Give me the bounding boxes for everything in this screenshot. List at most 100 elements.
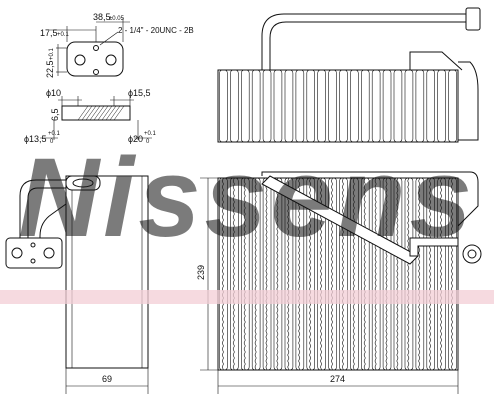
fin-tube bbox=[219, 69, 228, 143]
fin-wave bbox=[374, 177, 377, 371]
fin-tube bbox=[306, 69, 315, 143]
hatch-line bbox=[89, 105, 101, 121]
dim-dia-15-5: ϕ15,5 bbox=[128, 88, 151, 98]
section-detail bbox=[40, 96, 152, 140]
dim-dia-13-5-tol-bottom: 0 bbox=[50, 139, 54, 145]
dim-22-5-tolerance: +0.1 bbox=[49, 47, 55, 60]
fin-wave bbox=[429, 177, 432, 371]
fin-tube bbox=[328, 69, 337, 143]
dim-6-5: 6,5 bbox=[50, 108, 60, 121]
fin-wave bbox=[265, 177, 268, 371]
hatch-line bbox=[101, 105, 113, 121]
watermark-logo: Nissens bbox=[18, 135, 476, 260]
watermark-band bbox=[0, 290, 494, 304]
fin-tube bbox=[295, 69, 305, 143]
hatch-line bbox=[93, 105, 105, 121]
flange-bolt-bottom bbox=[93, 69, 99, 75]
fin-tube bbox=[415, 177, 425, 371]
fin-wave bbox=[232, 177, 235, 371]
fin-wave bbox=[341, 177, 344, 371]
top-core-fins bbox=[219, 69, 457, 143]
fin-tube bbox=[426, 177, 435, 371]
fin-wave bbox=[298, 177, 301, 371]
fin-wave bbox=[221, 177, 224, 371]
fin-tube bbox=[284, 69, 294, 143]
fin-tube bbox=[404, 177, 414, 371]
fin-tube bbox=[404, 69, 414, 143]
side-flange bbox=[5, 237, 63, 269]
dim-dia-20-tol-top: +0.1 bbox=[144, 131, 157, 137]
fin-tube bbox=[448, 69, 457, 143]
fin-wave bbox=[407, 177, 410, 371]
side-view bbox=[5, 175, 149, 394]
flange-hole-left bbox=[74, 54, 86, 66]
watermark: Nissens bbox=[0, 135, 494, 304]
dim-17-5: 17,5 bbox=[40, 28, 58, 38]
fin-tube bbox=[393, 69, 403, 143]
fin-tube bbox=[360, 69, 370, 143]
front-core-fins bbox=[219, 177, 457, 371]
hatch-line bbox=[97, 105, 109, 121]
fin-wave bbox=[363, 177, 366, 371]
fin-tube bbox=[437, 177, 446, 371]
fin-tube bbox=[437, 69, 446, 143]
fin-tube bbox=[328, 177, 337, 371]
hatch-line bbox=[77, 105, 89, 121]
top-core-outline bbox=[217, 69, 459, 143]
dim-dia-10: ϕ10 bbox=[46, 88, 61, 98]
dim-width-274: 274 bbox=[330, 374, 345, 384]
dim-38-5-tolerance: ±0.05 bbox=[109, 16, 125, 22]
fin-tube bbox=[273, 69, 283, 143]
front-pipe-fitting bbox=[462, 244, 482, 264]
dim-dia-13-5-tol-top: +0.1 bbox=[48, 131, 61, 137]
hatch-line bbox=[109, 105, 121, 121]
fin-tube bbox=[317, 69, 326, 143]
fin-wave bbox=[451, 177, 453, 371]
fin-wave bbox=[254, 177, 257, 371]
top-pipe-inner bbox=[269, 21, 468, 70]
flange-bolt-top bbox=[93, 45, 99, 51]
hatch-line bbox=[85, 105, 97, 121]
fin-tube bbox=[295, 177, 305, 371]
section-body bbox=[61, 105, 131, 121]
flange-hole-right bbox=[105, 54, 117, 66]
fin-wave bbox=[276, 177, 279, 371]
fin-tube bbox=[306, 177, 315, 371]
fin-tube bbox=[350, 69, 359, 143]
front-view bbox=[200, 171, 482, 394]
side-pipe-lower bbox=[19, 179, 66, 238]
fin-tube bbox=[284, 177, 294, 371]
dim-17-5-tolerance: +0.1 bbox=[57, 32, 70, 38]
front-core-outline bbox=[217, 177, 459, 371]
dim-height-239: 239 bbox=[196, 265, 206, 280]
dim-38-5: 38,5 bbox=[93, 12, 111, 22]
hatch-line bbox=[113, 105, 125, 121]
top-pipe-fitting bbox=[465, 7, 481, 31]
top-view bbox=[217, 7, 481, 143]
dim-dia-13-5: ϕ13,5 bbox=[24, 134, 47, 144]
hatch-line bbox=[81, 105, 93, 121]
fin-tube bbox=[382, 69, 392, 143]
fin-tube bbox=[262, 69, 272, 143]
top-right-tank bbox=[458, 61, 479, 141]
fin-tube bbox=[317, 177, 326, 371]
hatch-line bbox=[105, 105, 117, 121]
top-pipe-elbow bbox=[409, 51, 463, 71]
fin-wave bbox=[243, 177, 246, 371]
fin-wave bbox=[440, 177, 442, 371]
fin-tube bbox=[371, 69, 381, 143]
fin-tube bbox=[241, 69, 250, 143]
side-pipe-upper bbox=[39, 203, 67, 262]
fin-wave bbox=[352, 177, 355, 371]
front-pipe-top bbox=[261, 171, 479, 227]
front-pipe-right bbox=[409, 237, 459, 257]
fin-tube bbox=[339, 69, 348, 143]
fin-tube bbox=[426, 69, 435, 143]
fin-tube bbox=[448, 177, 457, 371]
fin-wave bbox=[418, 177, 421, 371]
fin-tube bbox=[251, 69, 261, 143]
flange-plate bbox=[66, 41, 124, 77]
side-core bbox=[65, 175, 149, 369]
dim-dia-20-tol-bottom: 0 bbox=[146, 139, 150, 145]
fin-wave bbox=[396, 177, 399, 371]
